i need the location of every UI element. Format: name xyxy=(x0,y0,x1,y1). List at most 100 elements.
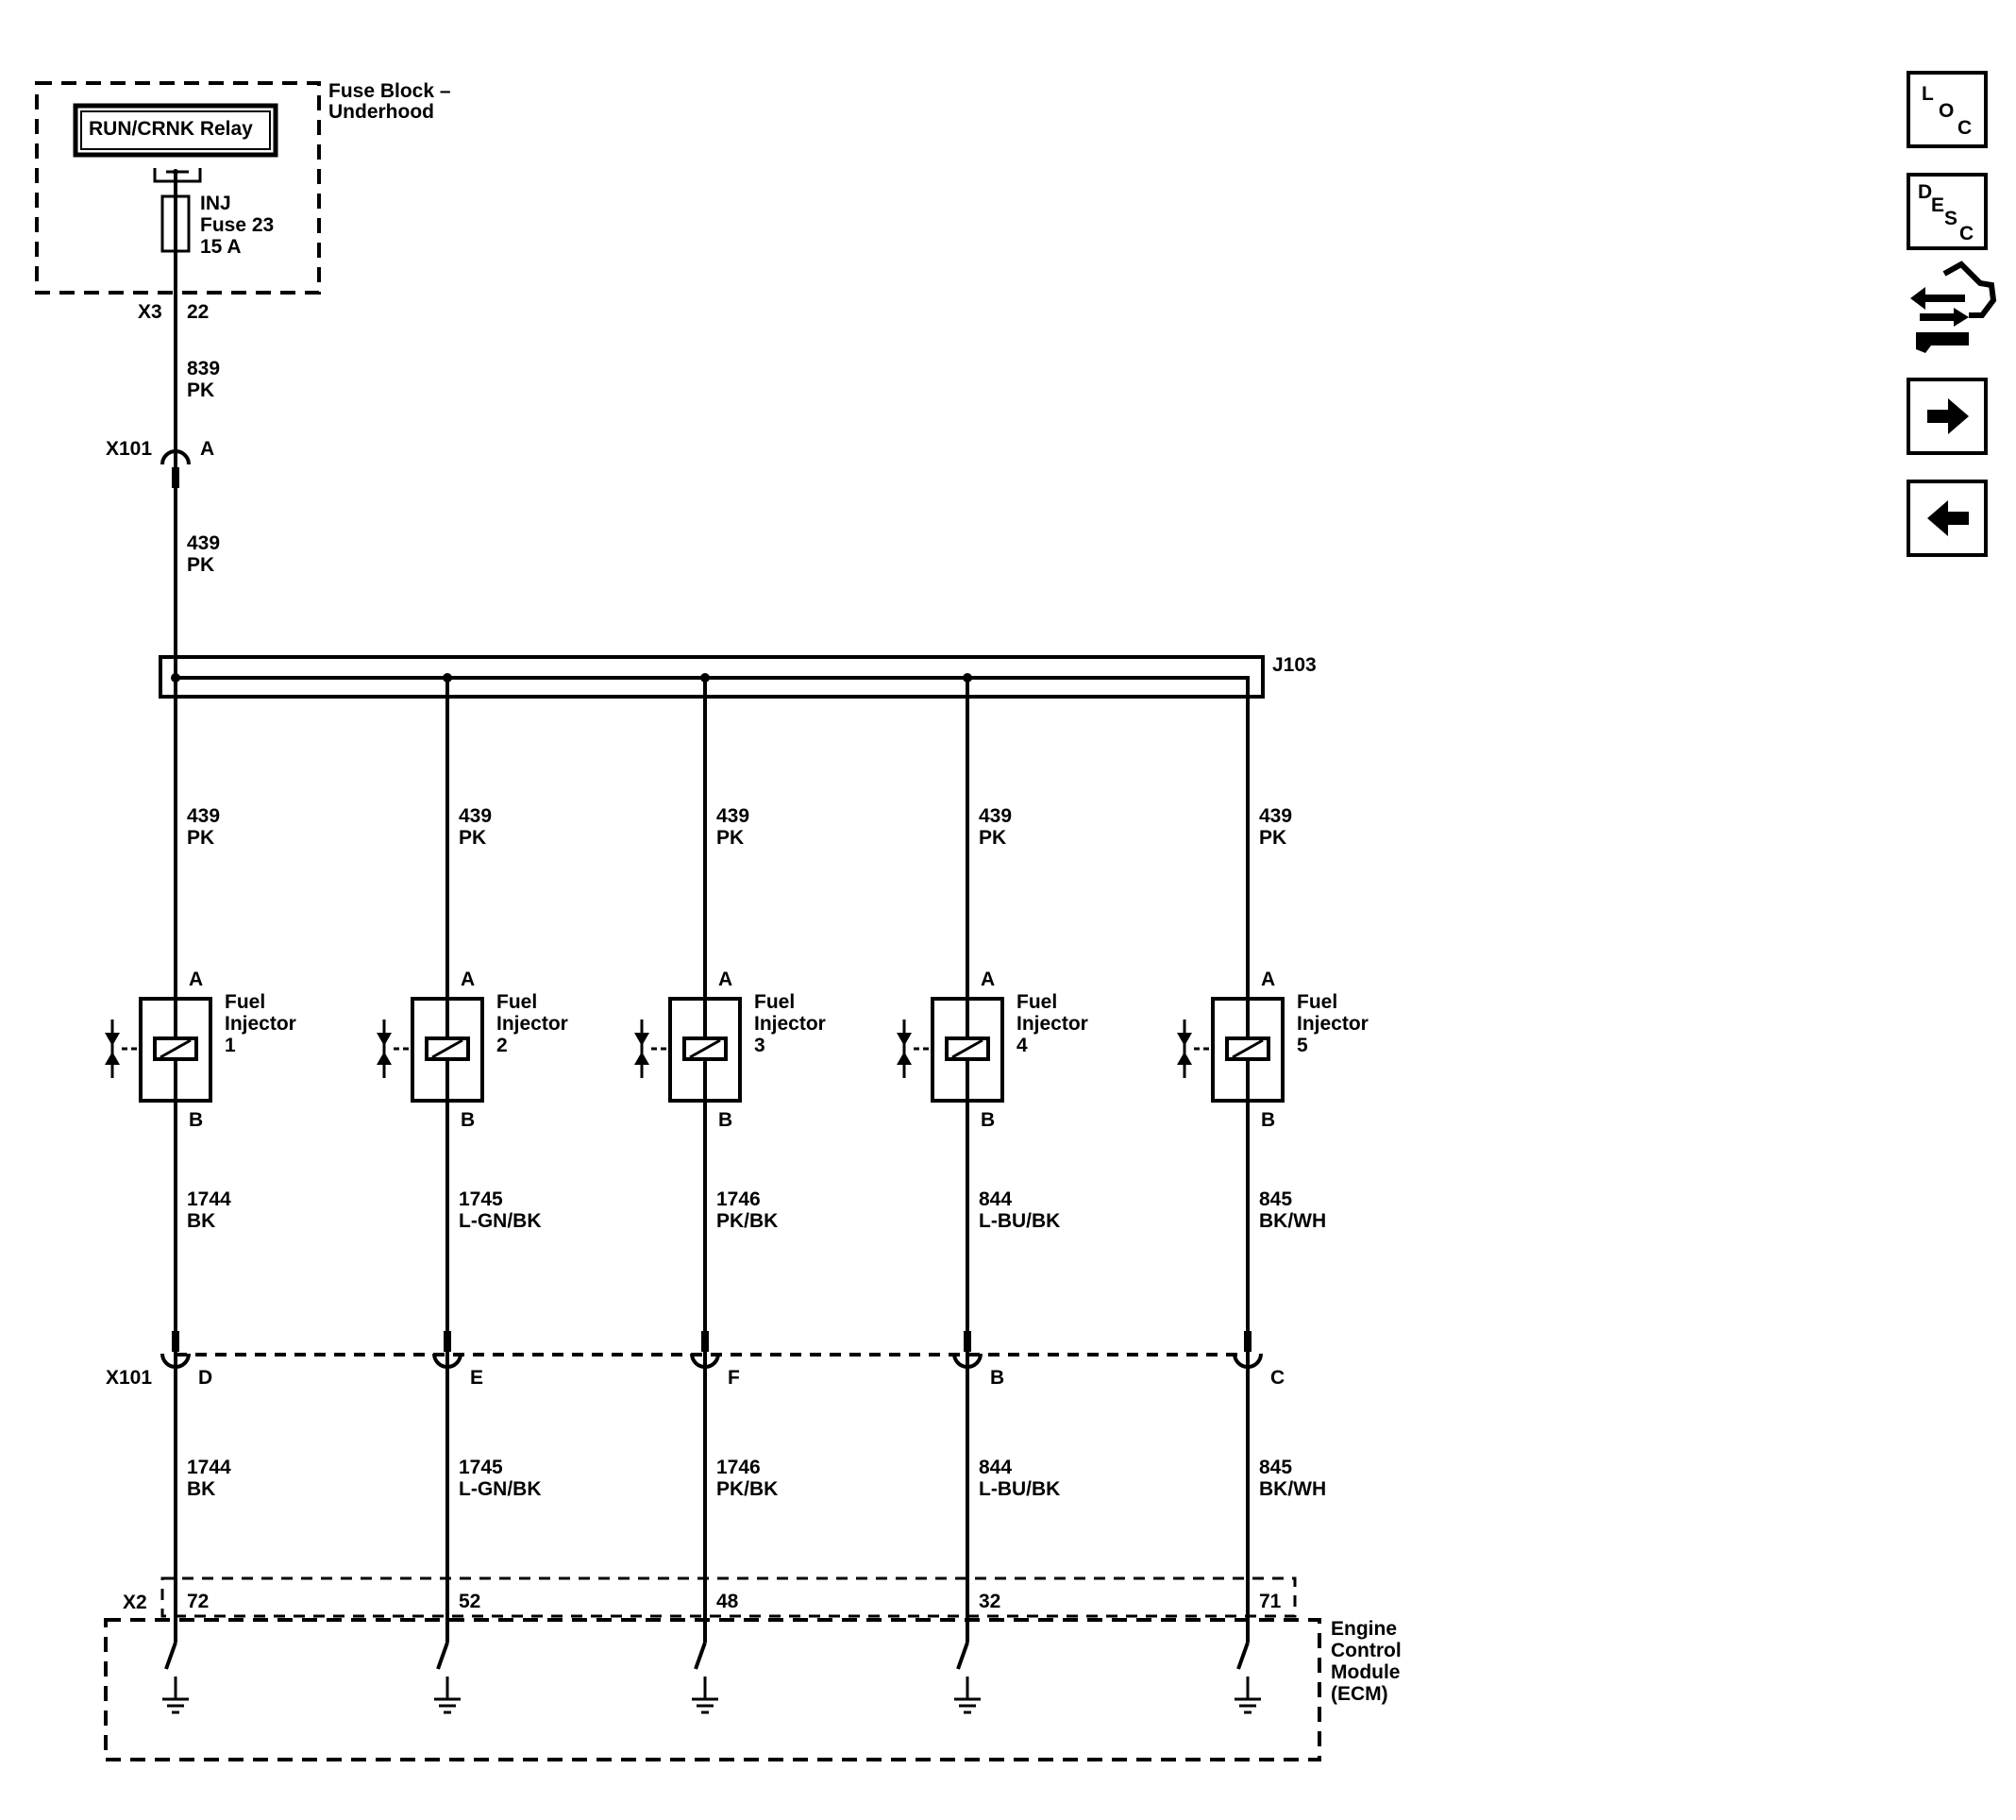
connector-view-icon[interactable] xyxy=(1910,261,1997,353)
branch-circuit-bottom: 1744 xyxy=(187,1188,231,1210)
ecm-label-line3: Module xyxy=(1331,1661,1401,1683)
branch-circuit-bottom: 845 xyxy=(1259,1188,1292,1210)
x2-label: X2 xyxy=(123,1592,147,1613)
injector-branch: 439PKABFuelInjector21745L-GN/BKE1745L-GN… xyxy=(377,678,568,1714)
branch-color-bottom: L-BU/BK xyxy=(979,1210,1060,1232)
branch-color-bottom: BK xyxy=(187,1210,215,1232)
next-arrow-icon[interactable] xyxy=(1907,378,1988,455)
splice-j103: J103 xyxy=(159,654,1317,699)
desc-letter-d: D xyxy=(1918,181,1932,203)
branch-color-top: PK xyxy=(459,827,486,849)
branch-circuit-lower: 845 xyxy=(1259,1457,1292,1478)
branch-circuit-bottom: 844 xyxy=(979,1188,1012,1210)
fuse-block-subtitle: Underhood xyxy=(328,101,434,123)
fuse-block: Fuse Block – Underhood RUN/CRNK Relay IN… xyxy=(35,80,451,323)
x3-connector-label: X3 xyxy=(138,301,162,323)
x2-pin: 32 xyxy=(979,1591,1000,1612)
branch-color-lower: PK/BK xyxy=(716,1478,778,1500)
injector-number: 3 xyxy=(754,1035,765,1056)
feed-wire2-color: PK xyxy=(187,554,214,576)
injector-pin-a: A xyxy=(1261,969,1275,990)
x2-pin: 71 xyxy=(1259,1591,1282,1612)
ecm-label-line1: Engine xyxy=(1331,1618,1397,1640)
nav-loc-button[interactable]: L O C xyxy=(1907,71,1988,148)
x101-bottom-pin: C xyxy=(1270,1367,1285,1389)
injector-name-line2: Injector xyxy=(496,1013,568,1035)
desc-icon[interactable] xyxy=(1907,173,1988,250)
x101-bottom-pin: B xyxy=(990,1367,1004,1389)
branch-circuit-top: 439 xyxy=(187,805,220,827)
injector-pin-a: A xyxy=(981,969,995,990)
injector-pin-a: A xyxy=(718,969,732,990)
nav-prev-button[interactable] xyxy=(1907,480,1988,557)
fuse-number: Fuse 23 xyxy=(200,214,274,236)
injector-pin-b: B xyxy=(718,1109,732,1131)
injector-name: Fuel xyxy=(496,991,537,1013)
injector-pin-b: B xyxy=(981,1109,995,1131)
injector-pin-b: B xyxy=(189,1109,203,1131)
injector-number: 5 xyxy=(1297,1035,1308,1056)
branch-color-top: PK xyxy=(187,827,214,849)
x101-bottom-pin: D xyxy=(198,1367,212,1389)
injector-number: 1 xyxy=(225,1035,236,1056)
injector-pin-a: A xyxy=(189,969,203,990)
loc-letter-o: O xyxy=(1939,100,1954,122)
desc-letter-c: C xyxy=(1959,223,1974,244)
branch-color-bottom: L-GN/BK xyxy=(459,1210,542,1232)
relay-label: RUN/CRNK Relay xyxy=(89,118,253,140)
injector-branch: 439PKABFuelInjector31746PK/BKF1746PK/BK4… xyxy=(634,678,826,1714)
feed-wire-circuit: 839 xyxy=(187,358,220,379)
fuse-block-title: Fuse Block – xyxy=(328,80,451,102)
x101-connector-top: X101 A xyxy=(106,438,214,488)
branch-circuit-lower: 844 xyxy=(979,1457,1012,1478)
injector-name: Fuel xyxy=(225,991,265,1013)
fuse-rating: 15 A xyxy=(200,236,242,258)
branch-color-lower: L-GN/BK xyxy=(459,1478,542,1500)
fuse-name: INJ xyxy=(200,193,231,214)
branch-color-lower: BK/WH xyxy=(1259,1478,1326,1500)
ecm-label-line2: Control xyxy=(1331,1640,1402,1661)
relay-box xyxy=(73,103,278,158)
branch-color-top: PK xyxy=(1259,827,1286,849)
branch-circuit-top: 439 xyxy=(979,805,1012,827)
feed-wire-color: PK xyxy=(187,379,214,401)
branch-color-lower: L-BU/BK xyxy=(979,1478,1060,1500)
injector-name: Fuel xyxy=(754,991,795,1013)
branch-circuit-top: 439 xyxy=(716,805,749,827)
branch-circuit-lower: 1744 xyxy=(187,1457,231,1478)
ecm-box xyxy=(104,1618,1321,1761)
branch-color-bottom: BK/WH xyxy=(1259,1210,1326,1232)
branch-circuit-lower: 1745 xyxy=(459,1457,503,1478)
injector-name: Fuel xyxy=(1016,991,1057,1013)
x101-bottom-pin: F xyxy=(728,1367,740,1389)
injector-branch: 439PKABFuelInjector4844L-BU/BKB844L-BU/B… xyxy=(897,678,1088,1714)
branch-circuit-bottom: 1745 xyxy=(459,1188,503,1210)
x2-connector-outline xyxy=(160,1576,1297,1618)
branch-circuit-bottom: 1746 xyxy=(716,1188,761,1210)
loc-icon[interactable] xyxy=(1907,71,1988,148)
splice-label: J103 xyxy=(1272,654,1317,676)
x2-pin: 52 xyxy=(459,1591,480,1612)
x2-pin: 72 xyxy=(187,1591,209,1612)
injector-name: Fuel xyxy=(1297,991,1337,1013)
injector-pin-b: B xyxy=(461,1109,475,1131)
loc-letter-l: L xyxy=(1922,83,1934,105)
branch-color-top: PK xyxy=(979,827,1006,849)
x101-top-label: X101 xyxy=(106,438,152,460)
loc-letter-c: C xyxy=(1957,117,1972,139)
nav-desc-button[interactable]: D E S C xyxy=(1907,173,1988,250)
desc-letter-e: E xyxy=(1931,194,1944,216)
injector-name-line2: Injector xyxy=(754,1013,826,1035)
desc-letter-s: S xyxy=(1944,208,1957,229)
injector-name-line2: Injector xyxy=(225,1013,296,1035)
nav-next-button[interactable] xyxy=(1907,378,1988,455)
x2-pin: 48 xyxy=(716,1591,739,1612)
x101-top-pin: A xyxy=(200,438,214,460)
injector-name-line2: Injector xyxy=(1016,1013,1088,1035)
branch-circuit-lower: 1746 xyxy=(716,1457,761,1478)
branch-circuit-top: 439 xyxy=(459,805,492,827)
injector-number: 2 xyxy=(496,1035,508,1056)
